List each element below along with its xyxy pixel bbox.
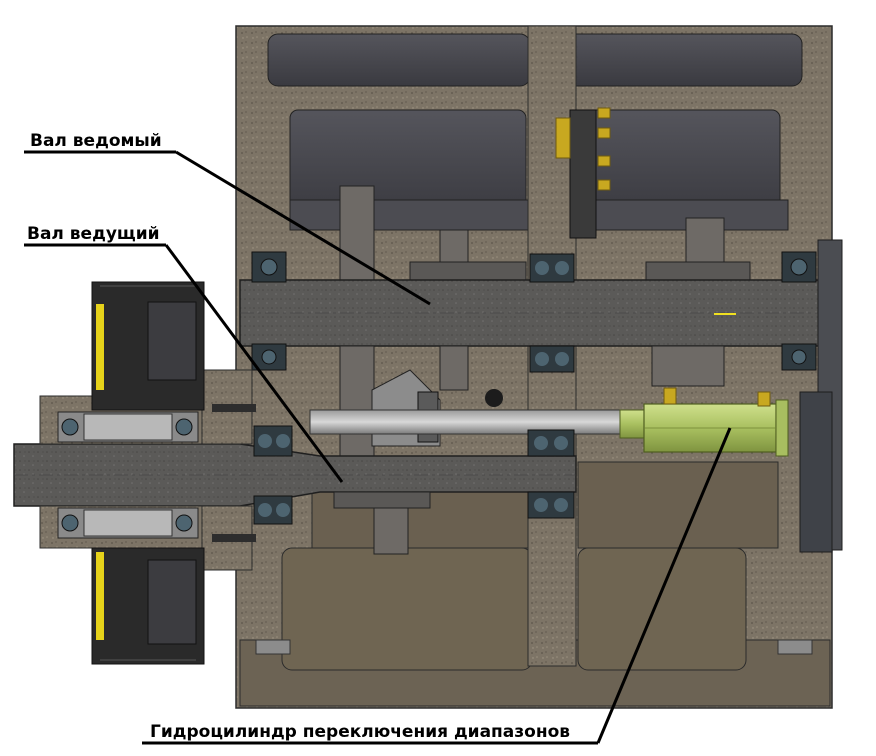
- input-bearing-upper: [57, 411, 199, 443]
- shift-rod: [309, 409, 641, 435]
- drive-shaft-bearing-housing: [253, 425, 575, 525]
- drive-shaft-label: Вал ведущий: [27, 224, 160, 244]
- driven-shaft-gears: [339, 185, 751, 283]
- leader-lines: [24, 150, 732, 745]
- selector-valve-block: [555, 107, 611, 239]
- mounting-bolts: [212, 404, 813, 655]
- driven-shaft-bearing-right: [781, 251, 817, 371]
- central-bearing-upper: [529, 253, 575, 373]
- input-bearing-lower: [57, 507, 199, 539]
- lower-sump-chambers: [281, 461, 779, 671]
- driven-shaft-label: Вал ведомый: [30, 131, 162, 151]
- right-end-plate: [799, 391, 833, 553]
- driven-shaft: [239, 279, 829, 347]
- range-cylinder-label: Гидроцилиндр переключения диапазонов: [150, 722, 571, 742]
- drive-shaft-gear: [333, 491, 431, 555]
- range-shift-hydraulic-cylinder: [619, 387, 789, 457]
- driven-shaft-bearing-left: [251, 251, 287, 371]
- drive-pulley: [91, 281, 205, 665]
